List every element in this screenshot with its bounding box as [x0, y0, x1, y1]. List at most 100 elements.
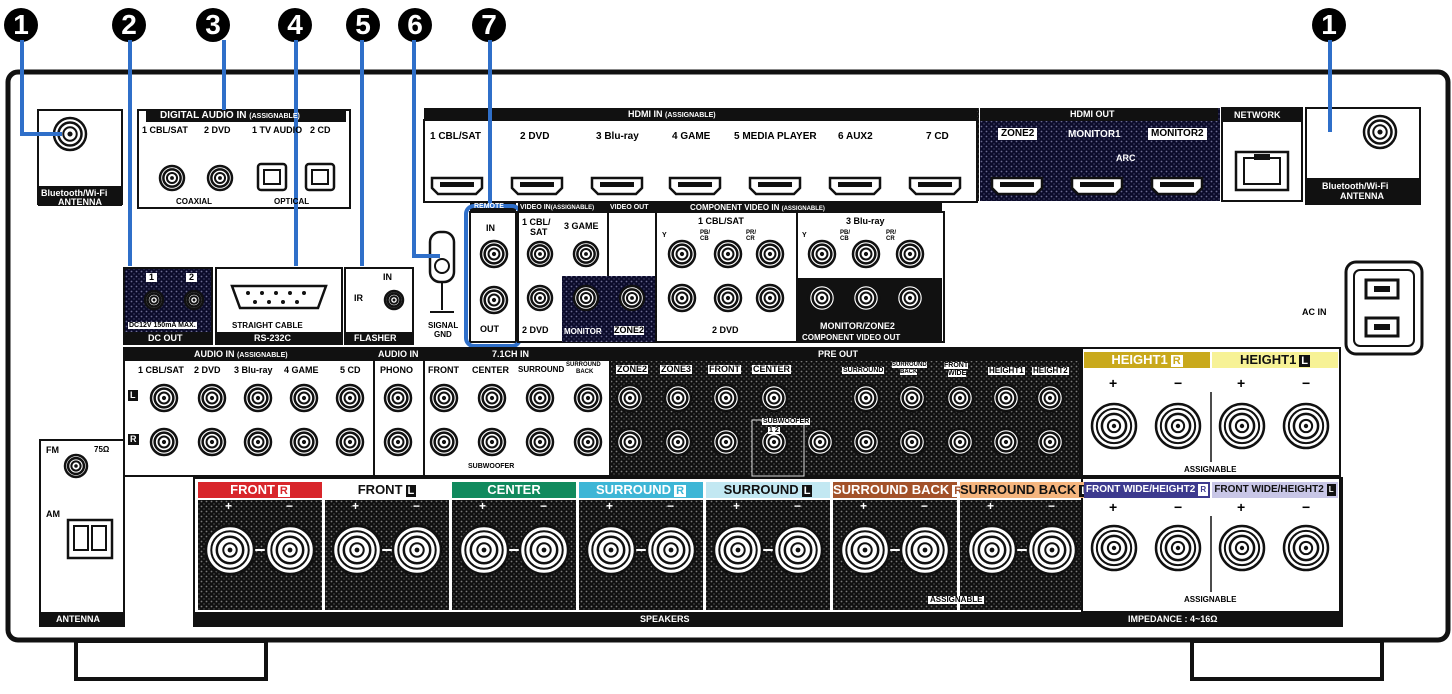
- video-in-p2: 2 DVD: [522, 325, 549, 335]
- hdmi-in-jack-5: [748, 176, 802, 196]
- speaker-label-text: FRONT: [230, 482, 275, 497]
- hdmi-in-jack-2: [510, 176, 564, 196]
- dc-out-label-bg: [124, 332, 212, 345]
- component-in-header: [656, 203, 942, 213]
- speaker-main-minus-0: [264, 524, 316, 576]
- speaker-main-group: [198, 500, 1084, 610]
- component-g2: 2 DVD: [712, 325, 739, 335]
- pre-out-top-jack-7: [945, 383, 975, 413]
- pre-out-bottom-jack-2: [663, 427, 693, 457]
- remote-in: IN: [486, 223, 495, 233]
- video-in-jack-1: [526, 240, 554, 268]
- speaker-label-text: SURROUND: [723, 482, 799, 497]
- component-pb-3-a: PB/: [840, 230, 851, 236]
- speaker-label-text: SURROUND BACK: [960, 482, 1077, 497]
- bt-antenna-left-title: ANTENNA: [58, 197, 102, 207]
- opt-jack-1: [256, 162, 288, 192]
- rs232c-title: RS-232C: [254, 333, 292, 343]
- fm-jack: [63, 453, 89, 479]
- digital-audio-title-text: DIGITAL AUDIO IN: [160, 110, 247, 121]
- speaker-main-minus-2: [518, 524, 570, 576]
- speakers-title: SPEAKERS: [640, 614, 690, 624]
- callout-7: 7: [472, 8, 506, 42]
- hdmi-out-header: [980, 108, 1218, 121]
- video-out-monitor: MONITOR: [564, 327, 602, 336]
- minus-sign: −: [540, 499, 548, 513]
- minus-sign: −: [1302, 499, 1311, 515]
- speaker-label-text: HEIGHT1: [1111, 352, 1168, 367]
- audio-in-l-jack-1: [149, 383, 179, 413]
- video-out-zone2-jack: [618, 284, 646, 312]
- hdmi-in-jack-6: [828, 176, 882, 196]
- speaker-label-text: HEIGHT1: [1239, 352, 1297, 367]
- hdmi-in-header: [424, 108, 977, 121]
- minus-sign: −: [1174, 499, 1183, 515]
- bt-antenna-right-label: Bluetooth/Wi-Fi: [1322, 181, 1389, 191]
- flasher-ir: IR: [354, 293, 363, 303]
- speaker-main-plus-2: [458, 524, 510, 576]
- foot-left: [74, 639, 268, 681]
- pre-out-surround: SURROUND: [842, 367, 885, 374]
- hdmi-out-zone2: ZONE2: [998, 128, 1038, 140]
- pre-out-bottom-jack-4: [759, 427, 789, 457]
- speaker-main-plus-5: [839, 524, 891, 576]
- speaker-main-plus-3: [585, 524, 637, 576]
- bt-antenna-right-title: ANTENNA: [1340, 191, 1384, 201]
- callout-2: 2: [112, 8, 146, 42]
- pre-out-top-jack-5: [851, 383, 881, 413]
- component-out-title: COMPONENT VIDEO OUT: [802, 333, 901, 342]
- phono-header: [374, 348, 424, 361]
- speaker-main-minus-1: [391, 524, 443, 576]
- remote-in-jack: [479, 239, 509, 269]
- plus-sign: +: [1109, 499, 1118, 515]
- component-y-1: Y: [662, 232, 667, 239]
- flasher-in: IN: [383, 272, 392, 282]
- audio-in-title-text: AUDIO IN: [194, 349, 235, 359]
- component-out-jack-3: [895, 283, 925, 313]
- digital-audio-box: [137, 109, 351, 209]
- ac-in-label: AC IN: [1302, 307, 1327, 317]
- pre-out-top-jack-6: [897, 383, 927, 413]
- audio-in-port-1: 1 CBL/SAT: [138, 365, 184, 375]
- phono-r-jack: [383, 427, 413, 457]
- hdmi-out-jack-3: [1150, 176, 1204, 196]
- plus-sign: +: [1109, 375, 1118, 391]
- height-plus-0: [1090, 402, 1138, 450]
- ch71-title: 7.1CH IN: [492, 349, 530, 359]
- hdmi-in-port-6: 6 AUX2: [838, 131, 873, 142]
- ch71-front: FRONT: [428, 365, 459, 375]
- bt-antenna-right-jack: [1362, 114, 1398, 150]
- speakers-label-bg: [194, 612, 1342, 626]
- hdmi-in-assignable: (ASSIGNABLE): [665, 112, 716, 119]
- wide-plus-0: [1090, 524, 1138, 572]
- ch71-jack-2: [477, 383, 507, 413]
- component-pb-1-a: PB/: [700, 230, 711, 236]
- pre-out-bottom-jack-10: [1035, 427, 1065, 457]
- component-pb-1: PB/CB: [700, 230, 710, 242]
- speaker-main-plus-0: [204, 524, 256, 576]
- speaker-main-minus-6: [1026, 524, 1078, 576]
- pre-out-top-jack-2: [663, 383, 693, 413]
- hdmi-in-jack-1: [430, 176, 484, 196]
- ch71-jack-4: [573, 383, 603, 413]
- bt-antenna-left-jack: [52, 116, 88, 152]
- height-minus-1: [1282, 402, 1330, 450]
- video-out-header: [608, 203, 656, 213]
- phono-title: AUDIO IN: [378, 349, 419, 359]
- audio-in-assignable: (ASSIGNABLE): [237, 352, 288, 359]
- network-jack: [1234, 150, 1290, 192]
- callout-1-right: 1: [1312, 8, 1346, 42]
- assignable-label-wide: ASSIGNABLE: [1184, 595, 1237, 604]
- hdmi-out-arc: ARC: [1116, 153, 1136, 163]
- height-minus-0: [1154, 402, 1202, 450]
- wide-minus-0: [1154, 524, 1202, 572]
- pre-out-header: [610, 348, 1080, 361]
- speaker-label-text: SURROUND: [595, 482, 672, 497]
- pre-out-zone2: ZONE2: [616, 364, 649, 374]
- foot-right: [1190, 639, 1384, 681]
